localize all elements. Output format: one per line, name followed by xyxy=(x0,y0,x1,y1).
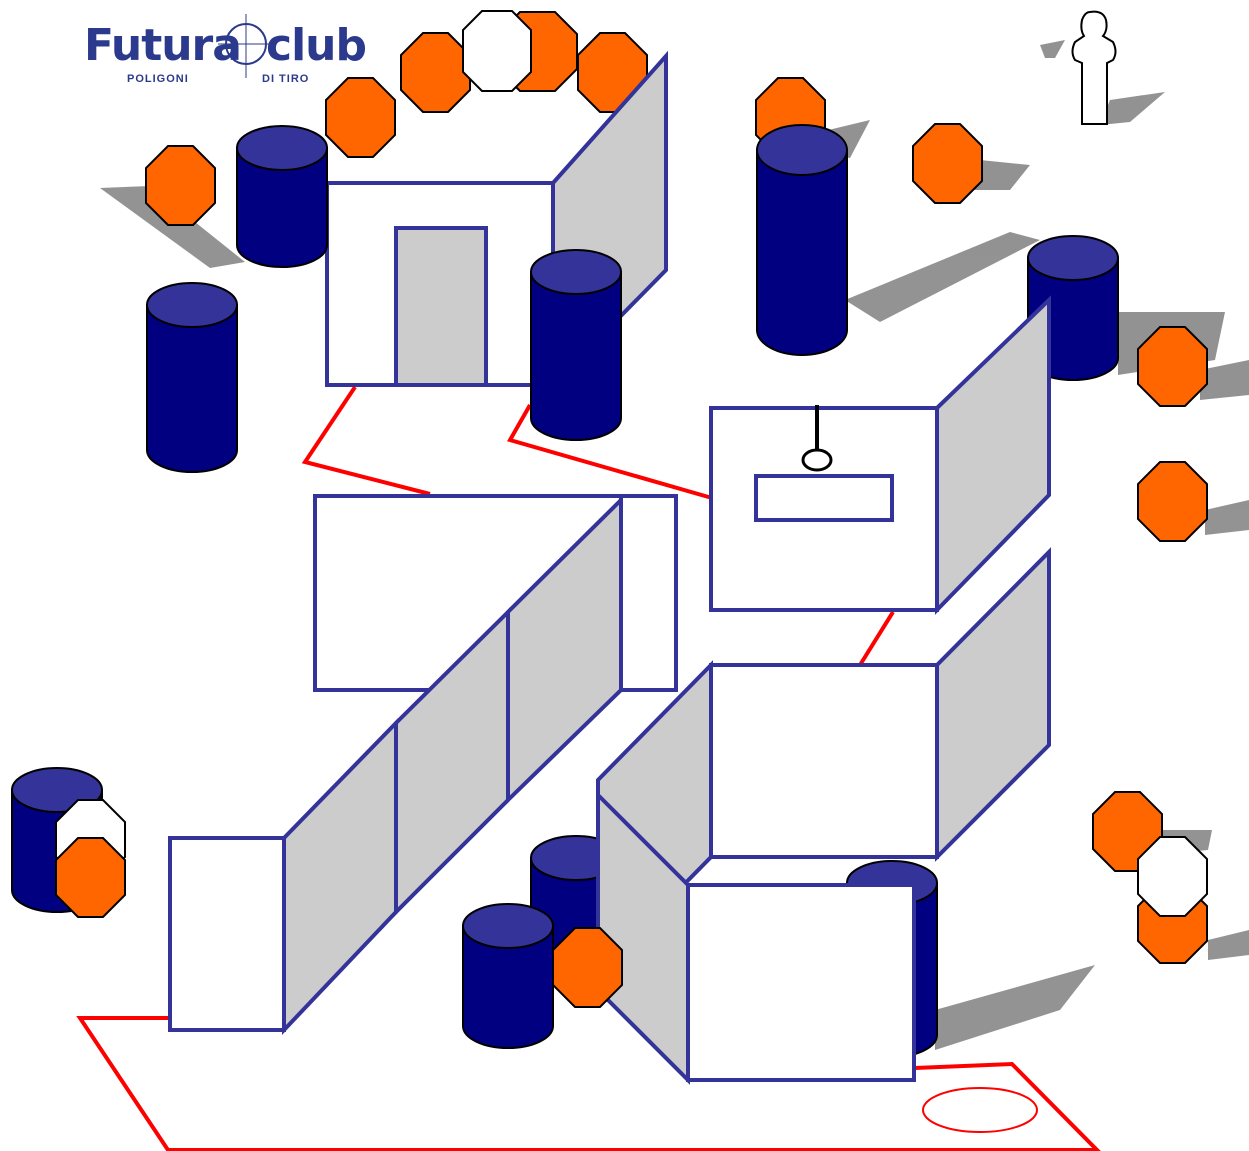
cluster-left-lower xyxy=(12,768,125,917)
barrel-icon xyxy=(757,125,847,355)
octagon-target-icon xyxy=(56,838,125,917)
structure-hanging-target xyxy=(711,300,1049,610)
right-lower-front xyxy=(711,665,937,857)
low-front-wall xyxy=(170,838,284,1030)
no-shoot-octagon-icon xyxy=(463,11,531,91)
right-lower-side xyxy=(937,552,1049,857)
octagon-target-icon xyxy=(1138,462,1207,541)
logo: Futura club POLIGONI DI TIRO xyxy=(84,14,366,85)
box-side-wall xyxy=(937,300,1049,610)
targets-right xyxy=(1138,327,1207,541)
hanging-plate xyxy=(756,476,892,520)
barrel-icon xyxy=(237,126,327,267)
octagon-target-icon xyxy=(401,33,470,112)
barrel-icon xyxy=(531,250,621,440)
barrel-icon xyxy=(463,904,553,1048)
octagon-target-icon xyxy=(1138,327,1207,406)
octagon-target-icon xyxy=(146,146,215,225)
logo-brand-right: club xyxy=(266,20,366,71)
logo-brand-left: Futura xyxy=(84,20,241,71)
logo-tagline-left: POLIGONI xyxy=(127,73,189,85)
octagon-target-icon xyxy=(553,928,622,1007)
no-shoot-octagon-icon xyxy=(1138,837,1207,916)
octagon-target-icon xyxy=(326,78,395,157)
logo-tagline-right: DI TIRO xyxy=(262,73,309,85)
octagon-target-icon xyxy=(913,124,982,203)
bottom-box-front xyxy=(688,885,914,1080)
shooting-box-circle xyxy=(923,1088,1037,1132)
barrel-icon xyxy=(147,283,237,472)
diagonal-panel-low xyxy=(284,723,396,1030)
cluster-right-lower xyxy=(1093,792,1207,963)
house-door xyxy=(396,228,486,385)
